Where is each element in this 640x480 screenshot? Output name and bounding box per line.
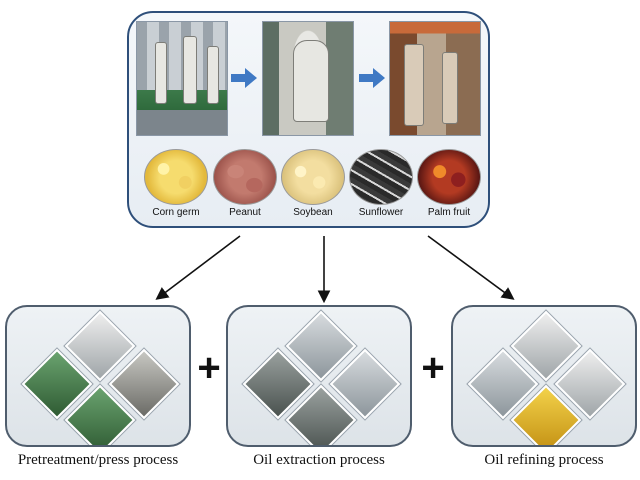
process-label-extraction: Oil extraction process (253, 452, 385, 468)
seed-label-soybean: Soybean (293, 207, 333, 218)
refining-panel (451, 305, 637, 447)
refining-plant-photo (389, 21, 481, 136)
palm-fruit-image (417, 149, 481, 205)
pretreatment-plant-photo (136, 21, 228, 136)
seed-label-corn-germ: Corn germ (152, 207, 200, 218)
extraction-panel (226, 305, 412, 447)
peanut-image (213, 149, 277, 205)
soybean-image (281, 149, 345, 205)
seed-label-palm-fruit: Palm fruit (427, 207, 471, 218)
extraction-plant-photo (262, 21, 354, 136)
connector-right (427, 235, 515, 300)
process-label-pretreatment: Pretreatment/press process (17, 452, 179, 468)
seed-label-sunflower: Sunflower (358, 207, 404, 218)
plus-sign: + (421, 346, 445, 390)
seed-label-peanut: Peanut (229, 207, 261, 218)
corn-germ-image (144, 149, 208, 205)
arrow-right-icon (231, 68, 257, 88)
arrow-right-icon (359, 68, 385, 88)
plus-sign: + (197, 346, 221, 390)
raw-materials-panel: Corn germ Peanut Soybean Sunflower Palm … (127, 11, 490, 228)
sunflower-image (349, 149, 413, 205)
process-label-refining: Oil refining process (484, 452, 604, 468)
connector-left (155, 235, 241, 300)
pretreatment-panel (5, 305, 191, 447)
